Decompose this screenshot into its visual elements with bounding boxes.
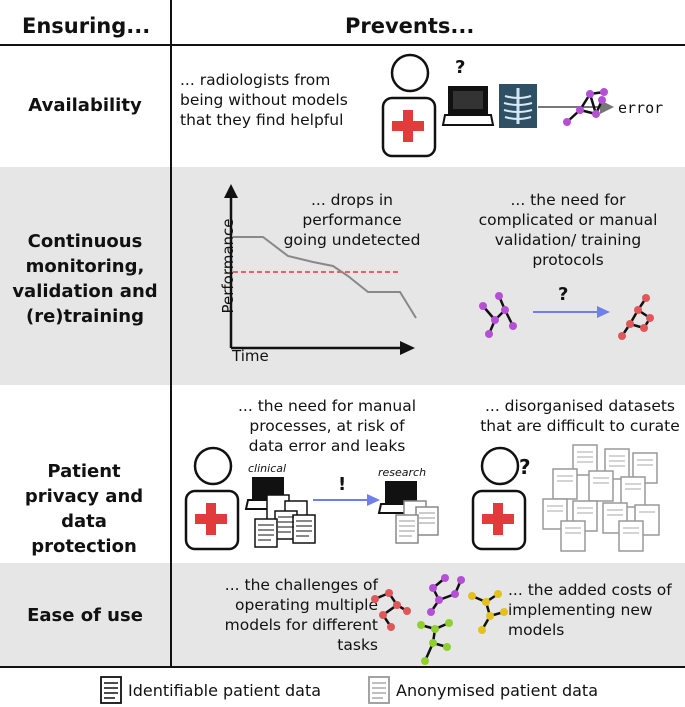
availability-text: ... radiologists from being without mode… — [180, 71, 348, 129]
person-icon — [184, 446, 240, 551]
challenges-text: ... the challenges of operating multiple… — [224, 576, 378, 654]
legend-identifiable: Identifiable patient data — [128, 681, 322, 700]
performance-chart — [224, 184, 417, 355]
footer-divider — [0, 666, 685, 668]
header-prevents: Prevents... — [345, 14, 475, 38]
column-divider — [170, 0, 172, 666]
row-label-monitoring: Continuous monitoring, validation and (r… — [12, 231, 158, 327]
model-graph-icon — [427, 574, 465, 616]
header-ensuring: Ensuring... — [22, 14, 151, 38]
row-label-availability: Availability — [28, 95, 142, 116]
clinical-tag: clinical — [248, 462, 287, 475]
exclaim-mark: ! — [338, 474, 347, 495]
document-pile-icon — [542, 444, 660, 552]
retrain-arrow — [533, 306, 610, 318]
question-mark-1: ? — [455, 57, 466, 78]
header-divider — [0, 44, 685, 46]
model-graph-icon — [618, 294, 654, 340]
research-tag: research — [378, 466, 427, 479]
person-icon — [381, 53, 437, 158]
person-icon — [471, 446, 527, 551]
clinical-laptop-docs — [244, 477, 316, 548]
error-label: error — [618, 99, 664, 117]
legend-anonymised: Anonymised patient data — [396, 681, 598, 700]
transfer-arrow — [313, 494, 380, 506]
row-label-privacy: Patient privacy and data protection — [24, 461, 144, 557]
document-icon — [368, 676, 390, 704]
y-axis-label: Performance — [219, 218, 237, 314]
datasets-text: ... disorganised datasets that are diffi… — [480, 397, 680, 435]
manual-process-text: ... the need for manual processes, at ri… — [237, 397, 417, 455]
xray-icon — [499, 84, 537, 128]
x-axis-label: Time — [232, 347, 269, 365]
row-label-ease-of-use: Ease of use — [27, 605, 143, 626]
question-mark-3: ? — [519, 455, 531, 479]
validation-text: ... the need for complicated or manual v… — [478, 191, 658, 269]
model-graph-icon — [371, 589, 411, 631]
research-laptop-docs — [377, 481, 439, 544]
model-graph-icon — [468, 590, 508, 634]
model-graph-icon — [417, 619, 453, 665]
document-icon — [100, 676, 122, 704]
band-ease-of-use — [0, 563, 685, 666]
laptop-icon — [441, 86, 495, 126]
model-graph-icon — [479, 292, 517, 338]
costs-text: ... the added costs of implementing new … — [508, 581, 672, 639]
model-graph-icon — [563, 88, 608, 126]
question-mark-2: ? — [558, 284, 569, 305]
chart-text: ... drops in performance going undetecte… — [283, 191, 421, 249]
